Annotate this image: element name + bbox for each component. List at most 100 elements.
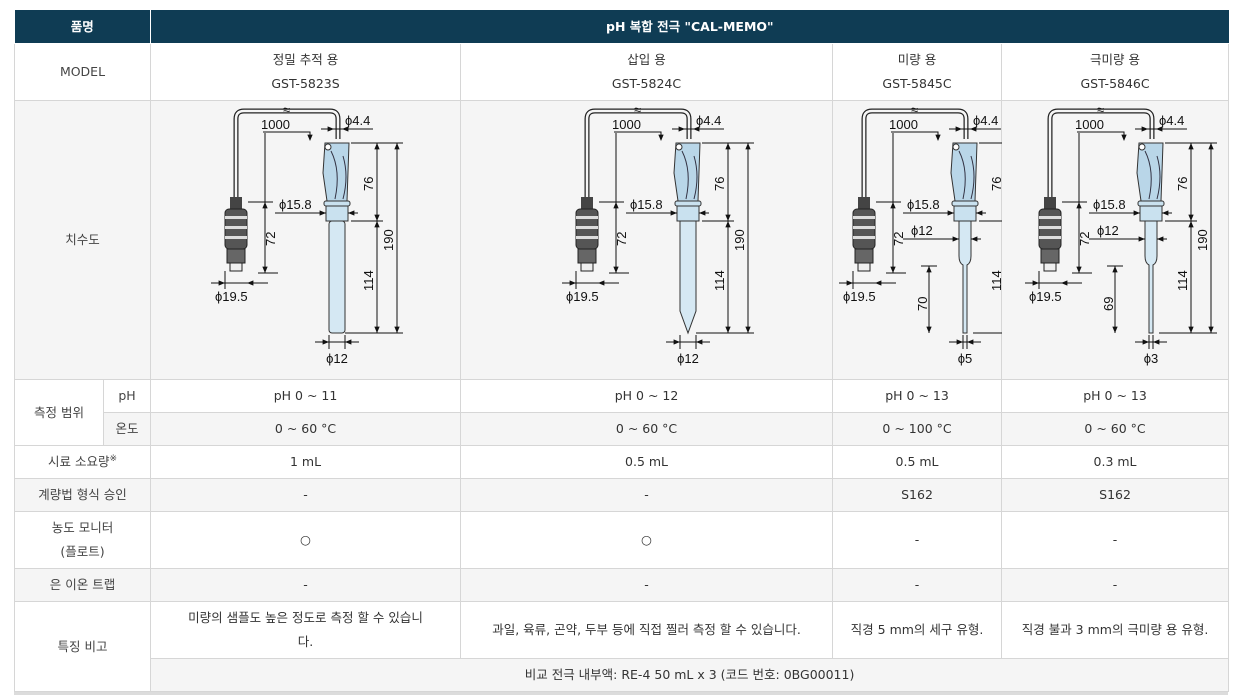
cable-length-label: 1000 xyxy=(1075,117,1104,132)
electrode-collar-rim xyxy=(674,200,702,207)
total-length-label: 190 xyxy=(732,229,747,251)
dimension-arrow xyxy=(1121,134,1127,141)
connector-diameter-label: ϕ19.5 xyxy=(215,289,248,304)
dimension-arrow xyxy=(598,280,605,286)
dimension-arrow xyxy=(394,326,400,333)
dimension-arrow xyxy=(693,126,700,132)
dimension-arrow xyxy=(670,210,678,216)
electrode-hook xyxy=(675,143,683,151)
sample-value: 0.5 mL xyxy=(460,445,834,479)
features-row: 특징 비고 미량의 샘플도 높은 정도로 측정 할 수 있습니다. 과일, 육류… xyxy=(13,601,1230,692)
cable-length-label: 1000 xyxy=(612,117,641,132)
dimension-arrow xyxy=(322,339,330,345)
dimension-arrow xyxy=(1208,143,1214,150)
dimension-arrow xyxy=(725,214,731,221)
dimension-arrow xyxy=(1188,326,1194,333)
dimension-arrow xyxy=(952,236,960,242)
approval-value: S162 xyxy=(1001,478,1230,512)
dimension-arrow xyxy=(745,326,751,333)
product-name-header: 품명 xyxy=(14,10,152,44)
cable-break-mark: ≈ xyxy=(911,102,918,117)
model-label: MODEL xyxy=(13,43,152,101)
cable-break-mark: ≈ xyxy=(283,102,290,117)
temp-range-value: 0 ~ 60 °C xyxy=(460,412,834,446)
monitor-value: - xyxy=(832,511,1003,569)
range-ph-label: pH xyxy=(102,379,152,413)
electrode-stem xyxy=(679,220,697,335)
body-length-label: 114 xyxy=(1175,270,1190,291)
dimension-arrow xyxy=(394,143,400,150)
electrode-head-grip xyxy=(958,150,975,200)
connector-ring xyxy=(576,226,599,229)
approval-label: 계량법 형식 승인 xyxy=(13,478,152,512)
collar-diameter-label: ϕ15.8 xyxy=(279,197,312,212)
approval-value: S162 xyxy=(832,478,1003,512)
needle-length-label: 70 xyxy=(915,297,930,311)
sample-value: 0.5 mL xyxy=(832,445,1003,479)
connector-tip xyxy=(229,262,243,272)
dimension-arrow xyxy=(846,280,854,286)
monitor-value: ○ xyxy=(150,511,462,569)
ph-range-value: pH 0 ~ 13 xyxy=(1001,379,1230,413)
approval-value: - xyxy=(460,478,834,512)
dimension-arrow xyxy=(348,210,355,216)
dimension-arrow xyxy=(1153,339,1160,345)
dimension-arrow xyxy=(875,280,882,286)
note-row: 비교 전극 내부액: RE-4 50 mL x 3 (코드 번호: 0BG000… xyxy=(15,658,1230,692)
dimension-arrow xyxy=(1188,221,1194,228)
connector-ring xyxy=(1039,226,1062,229)
cable-diameter-label: ϕ4.4 xyxy=(345,113,370,128)
sample-value: 1 mL xyxy=(150,445,462,479)
dimension-arrow xyxy=(658,134,664,141)
model-code: GST-5846C xyxy=(1080,76,1150,91)
electrode-head-grip xyxy=(681,150,698,200)
cable-diameter-label: ϕ4.4 xyxy=(973,113,998,128)
monitor-value: ○ xyxy=(460,511,834,569)
dimension-arrow xyxy=(1208,326,1214,333)
dimension-arrow xyxy=(673,339,681,345)
approval-row: 계량법 형식 승인 - - S162 S162 xyxy=(13,478,1230,512)
ion-trap-value: - xyxy=(460,568,834,602)
connector-ring xyxy=(576,236,599,239)
dimension-arrow xyxy=(926,266,932,273)
dimension-arrow xyxy=(1142,339,1150,345)
footnote-mark: ※ xyxy=(109,453,118,464)
sample-row: 시료 소요량※ 1 mL 0.5 mL 0.5 mL 0.3 mL xyxy=(13,445,1230,479)
electrode-collar xyxy=(676,205,700,222)
ion-trap-value: - xyxy=(150,568,462,602)
reference-electrode-note: 비교 전극 내부액: RE-4 50 mL x 3 (코드 번호: 0BG000… xyxy=(150,658,1230,692)
dimension-arrow xyxy=(745,143,751,150)
dimension-line xyxy=(1077,131,1125,140)
connector-ring xyxy=(853,216,876,219)
stem-diameter-label: ϕ12 xyxy=(911,223,933,238)
connector-length-label: 72 xyxy=(614,232,629,246)
dimension-arrow xyxy=(935,134,941,141)
tip-diameter-label: ϕ12 xyxy=(677,351,699,366)
dimension-arrow xyxy=(1133,210,1141,216)
dimension-arrow xyxy=(327,126,335,132)
electrode-stem xyxy=(328,220,346,334)
dimension-arrow xyxy=(342,126,349,132)
connector-nut xyxy=(854,248,874,264)
stem-diameter-label: ϕ12 xyxy=(1097,223,1119,238)
connector-length-label: 72 xyxy=(891,232,906,246)
product-title-header: pH 복합 전극 "CAL-MEMO" xyxy=(150,10,1229,44)
electrode-head-grip xyxy=(1144,150,1161,200)
dimension-arrow xyxy=(1076,266,1082,273)
dimension-arrow xyxy=(1138,236,1146,242)
head-length-label: 76 xyxy=(712,177,727,191)
dimension-arrow xyxy=(345,339,352,345)
range-ph-row: 측정 범위 pH pH 0 ~ 11 pH 0 ~ 12 pH 0 ~ 13 p… xyxy=(14,379,1230,446)
body-length-label: 114 xyxy=(361,270,376,291)
body-length-label: 114 xyxy=(989,270,1002,291)
connector-ring xyxy=(225,216,248,219)
dimension-arrow xyxy=(970,126,977,132)
cable-length-label: 1000 xyxy=(261,117,290,132)
connector-tip xyxy=(1043,262,1057,272)
model-use: 극미량 용 xyxy=(1090,52,1141,67)
electrode-collar xyxy=(953,205,977,222)
dimension-arrow xyxy=(1157,236,1164,242)
dimension-arrow xyxy=(613,266,619,273)
